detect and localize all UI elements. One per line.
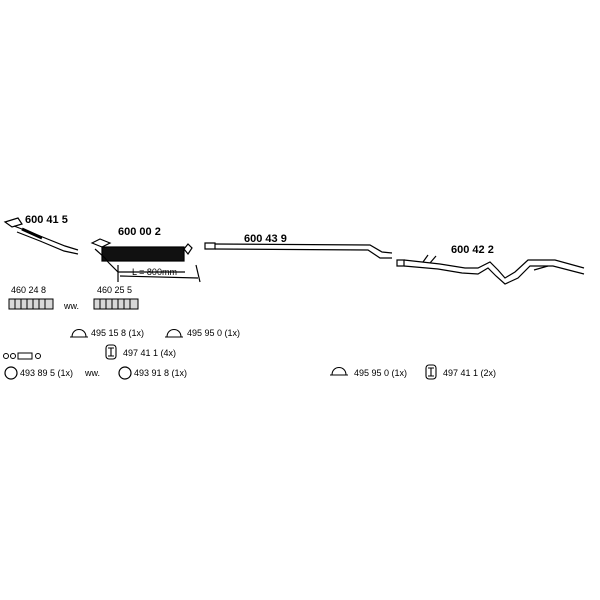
mount-icon [105, 344, 437, 380]
mount-label-497-41-1-2x: 497 41 1 (2x) [443, 368, 497, 378]
ring-label-493-91-8: 493 91 8 (1x) [134, 368, 188, 378]
hardware-icon [3, 352, 41, 360]
clamp-icon [70, 328, 348, 376]
accessory-label-460-24-8: 460 24 8 [11, 285, 47, 295]
rear-pipe-600-42-2 [396, 254, 585, 285]
length-note: L = 800mm [132, 267, 177, 277]
part-label-600-00-2: 600 00 2 [118, 226, 161, 238]
accessory-label-460-25-5: 460 25 5 [97, 285, 133, 295]
flex-tube-460-24-8 [8, 298, 54, 310]
front-pipe-600-41-5 [3, 217, 79, 255]
part-label-600-41-5: 600 41 5 [25, 214, 68, 226]
ring-icon [4, 366, 132, 380]
alt-marker-2: ww. [85, 368, 101, 378]
middle-pipe-600-43-9 [204, 242, 393, 259]
center-silencer-600-00-2 [90, 238, 201, 283]
flex-tube-460-25-5 [93, 298, 139, 310]
clamp-label-495-95-0-rear: 495 95 0 (1x) [354, 368, 408, 378]
clamp-label-495-15-8: 495 15 8 (1x) [91, 328, 145, 338]
mount-label-497-41-1-4x: 497 41 1 (4x) [123, 348, 177, 358]
part-label-600-42-2: 600 42 2 [451, 244, 494, 256]
part-label-600-43-9: 600 43 9 [244, 233, 287, 245]
alt-marker: ww. [64, 301, 80, 311]
ring-label-493-89-5: 493 89 5 (1x) [20, 368, 74, 378]
clamp-label-495-95-0: 495 95 0 (1x) [187, 328, 241, 338]
